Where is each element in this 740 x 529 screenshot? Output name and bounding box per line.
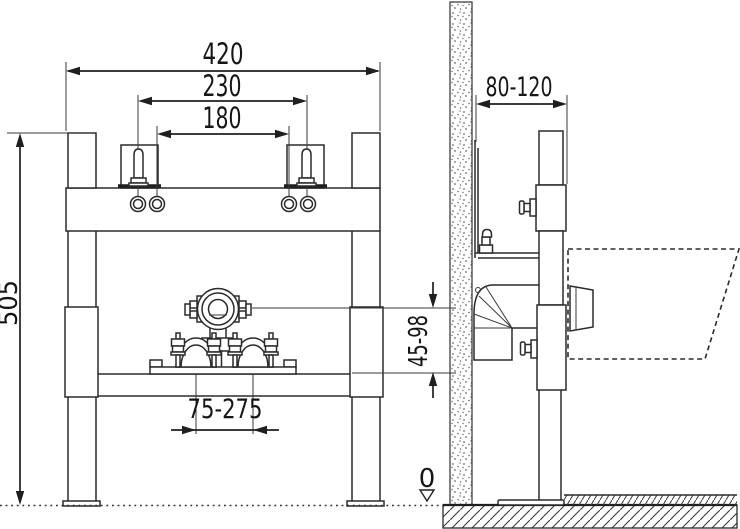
ceramic-bidet-outline bbox=[567, 248, 740, 360]
dim-drain-range-label: 75-275 bbox=[188, 394, 263, 425]
right-leg-sleeve bbox=[349, 306, 384, 398]
plate-end-tab-right bbox=[283, 359, 297, 368]
floor-level-label: 0 bbox=[419, 464, 436, 494]
clamp-inner-ring bbox=[201, 292, 235, 326]
left-leg-sleeve bbox=[64, 306, 99, 398]
saddle-bolt-stacks bbox=[170, 332, 279, 368]
right-stud bbox=[301, 148, 312, 179]
support-foot-plate bbox=[497, 499, 565, 506]
drain-elbow bbox=[473, 284, 540, 361]
left-upright-top bbox=[67, 132, 97, 189]
dimension-frame-height: 505 bbox=[0, 132, 93, 505]
pipe-clamp-assembly bbox=[184, 287, 252, 369]
drain-pipe-bore bbox=[207, 298, 229, 320]
mounting-studs bbox=[128, 148, 317, 187]
dim-clamp-height-label: 45-98 bbox=[404, 315, 434, 367]
dim-wall-offset-label: 80-120 bbox=[486, 72, 553, 103]
clamp-outer-ring bbox=[196, 287, 240, 331]
frame-post-side bbox=[518, 130, 567, 500]
dimension-stud-spacing: 230 bbox=[138, 69, 307, 106]
left-foot-plate bbox=[62, 500, 101, 507]
anchor-bolt-holes bbox=[129, 195, 317, 213]
bolt-centerlines bbox=[156, 126, 290, 196]
raised-floor-layer bbox=[564, 495, 737, 505]
post-mid-tube bbox=[538, 230, 564, 306]
plate-end-tab-left bbox=[149, 359, 163, 368]
post-leg-lower bbox=[538, 390, 562, 500]
water-inlet-fitting-lower bbox=[519, 339, 538, 359]
right-saddle-inner bbox=[237, 344, 269, 368]
dimension-drain-range: 75-275 bbox=[171, 394, 279, 435]
floor-section bbox=[442, 494, 738, 529]
right-upright-top bbox=[351, 132, 381, 189]
dim-frame-height-label: 505 bbox=[0, 280, 24, 326]
dim-stud-spacing-label: 230 bbox=[203, 69, 242, 103]
drain-outlet-stub bbox=[569, 285, 594, 332]
left-stud-washer bbox=[128, 182, 149, 187]
side-view-drawing: 80-120 0 bbox=[418, 1, 740, 529]
datum-triangle-icon bbox=[418, 489, 436, 503]
dim-bolt-spacing-label: 180 bbox=[203, 101, 242, 135]
dimension-wall-offset: 80-120 bbox=[475, 72, 568, 184]
clamp-left-bolt bbox=[184, 303, 191, 316]
dimension-bolt-spacing: 180 bbox=[157, 101, 289, 139]
dimension-clamp-height: 45-98 bbox=[252, 282, 456, 398]
top-crossbar-side bbox=[535, 184, 567, 232]
floor-slab-hatch bbox=[443, 505, 737, 528]
front-view-drawing: 420 230 180 505 bbox=[0, 37, 456, 507]
legs-lower bbox=[67, 397, 381, 501]
post-top-tube bbox=[538, 130, 564, 186]
elbow-fitting-dot bbox=[475, 287, 481, 293]
dim-frame-width-label: 420 bbox=[203, 37, 244, 71]
uprights-mid bbox=[67, 231, 381, 307]
saddle-pipe-clamps bbox=[149, 332, 297, 375]
floor-level-marker: 0 bbox=[418, 464, 436, 503]
water-inlet-fitting-upper bbox=[518, 198, 537, 217]
lower-crossbar-side bbox=[536, 304, 567, 391]
left-stud bbox=[133, 148, 144, 179]
wall-bracket bbox=[474, 140, 539, 259]
clamp-neck bbox=[209, 328, 227, 338]
clamp-right-bolt bbox=[245, 303, 252, 316]
clamp-base-plate bbox=[149, 366, 297, 375]
left-saddle-inner bbox=[180, 344, 212, 368]
dimension-frame-width: 420 bbox=[65, 37, 381, 131]
right-stud-washer bbox=[296, 182, 317, 187]
wall-section bbox=[449, 1, 473, 506]
wall-bracket-bolt bbox=[478, 228, 494, 254]
top-crossbar bbox=[65, 187, 381, 232]
